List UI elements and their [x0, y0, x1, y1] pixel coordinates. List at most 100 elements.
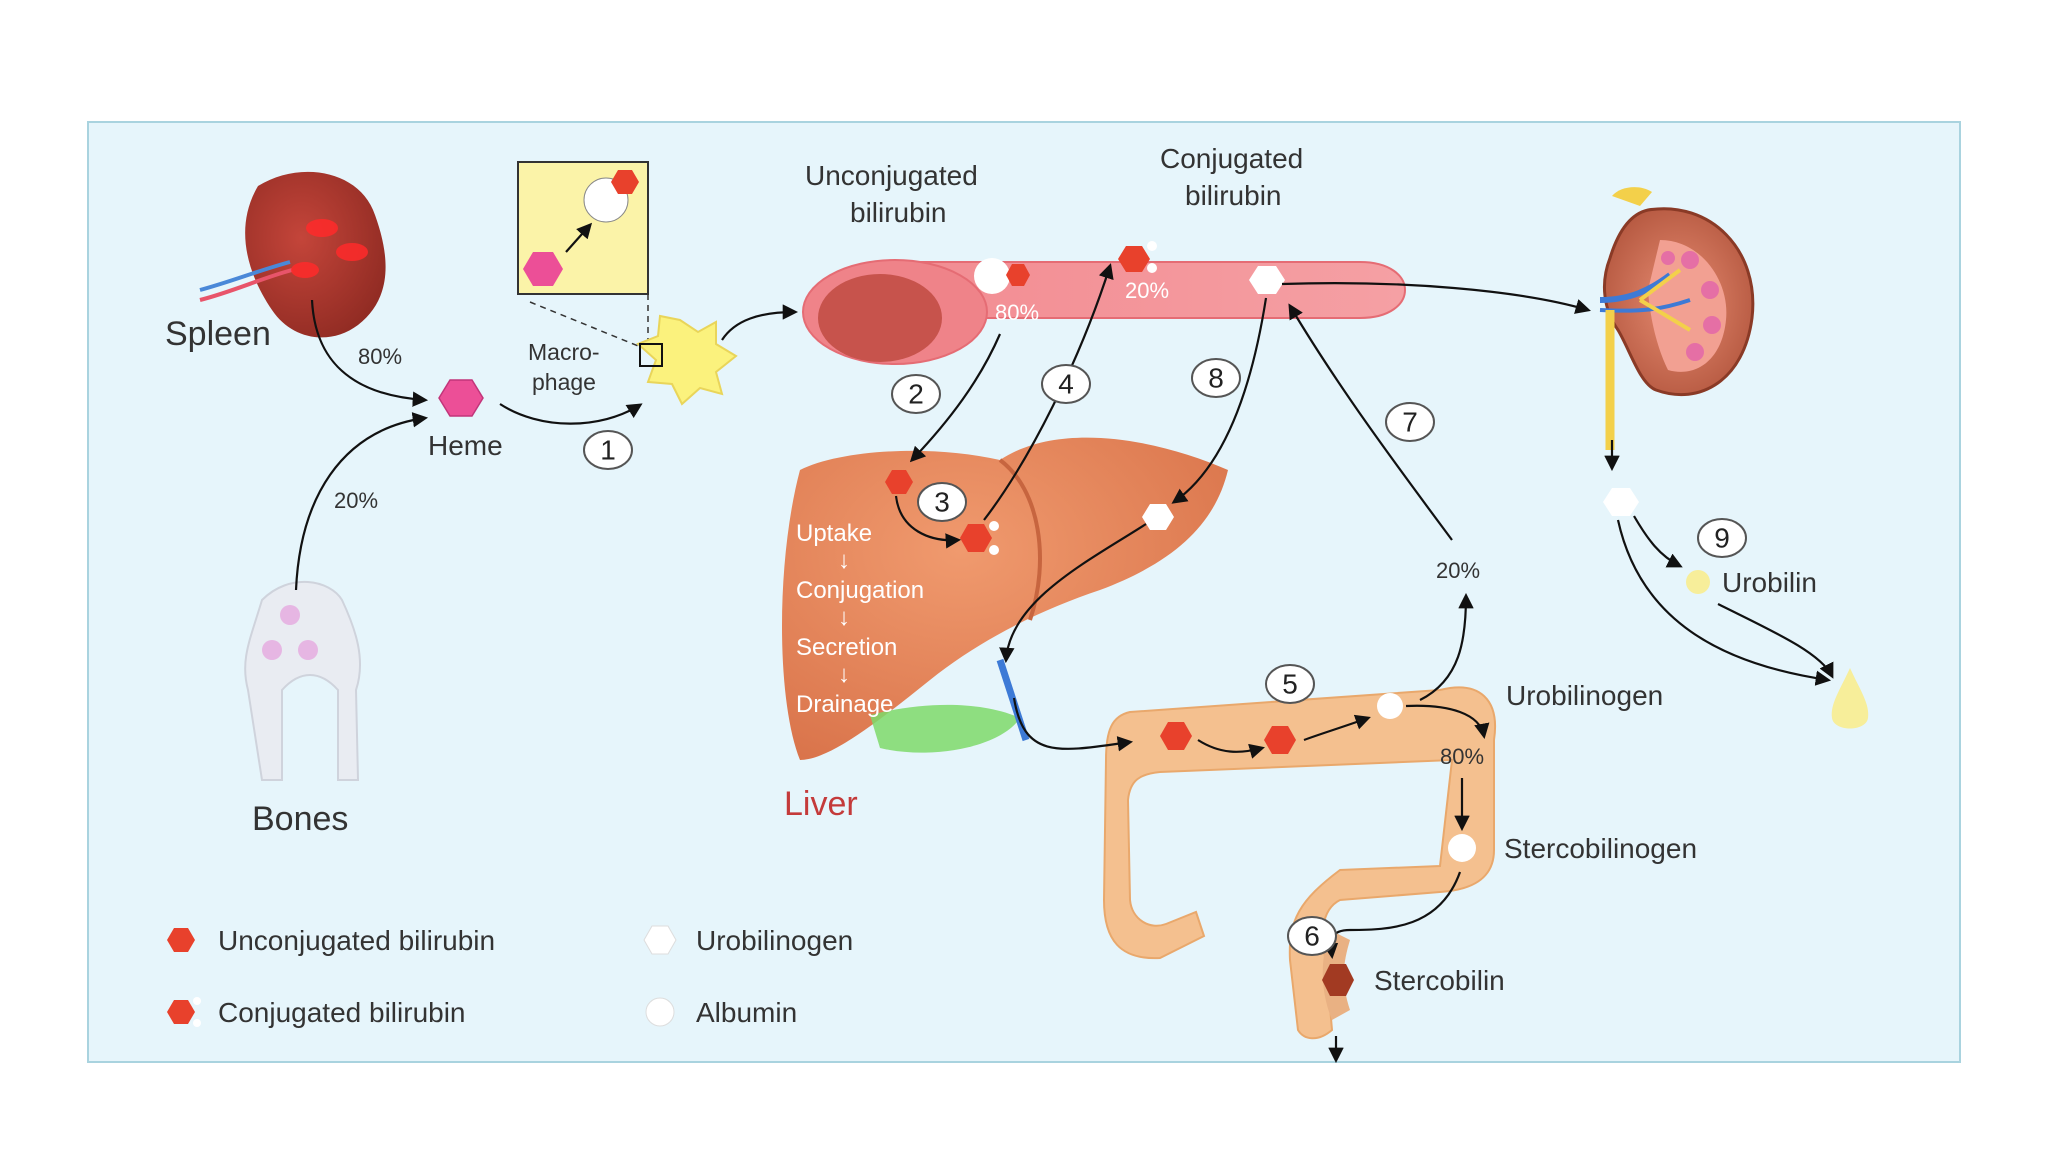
arrow-intestine-1 — [1197, 739, 1265, 759]
liver-step-4: Drainage — [796, 691, 893, 718]
arrow-spleen-to-heme — [310, 299, 429, 407]
arrow-intestine-2 — [1303, 714, 1371, 742]
legend-albumin-icon — [645, 997, 675, 1027]
svg-text:9: 9 — [1714, 523, 1730, 554]
arrow-bones-to-heme — [294, 412, 429, 591]
heme-label: Heme — [428, 430, 503, 461]
svg-text:7: 7 — [1402, 407, 1418, 438]
inset-heme-icon — [523, 252, 563, 286]
vessel-albumin-icon — [974, 258, 1010, 294]
legend-urobilinogen-icon — [643, 925, 677, 955]
stercobilin-icon — [1322, 964, 1354, 996]
liver-label: Liver — [784, 785, 858, 823]
urobilinogen-label: Urobilinogen — [1506, 680, 1663, 711]
step-marker-3: 3 — [917, 482, 967, 522]
arrow-urobilin-to-urine — [1717, 603, 1834, 679]
stercobilin-label: Stercobilin — [1374, 965, 1505, 996]
unconjugated-label-2: bilirubin — [850, 197, 947, 228]
spleen-label: Spleen — [165, 315, 271, 353]
arrow-to-colon — [1405, 704, 1490, 740]
kidney-organ — [1599, 187, 1755, 450]
legend-unconjugated-label: Unconjugated bilirubin — [218, 925, 495, 956]
liver-step-3: Secretion — [796, 634, 897, 661]
arrow-intestine-up — [1419, 592, 1474, 701]
legend-unconjugated-icon — [167, 928, 195, 952]
pct-spleen: 80% — [358, 344, 402, 369]
arrow-liver-to-vessel-4 — [983, 263, 1114, 521]
svg-text:1: 1 — [600, 435, 616, 466]
liver-step-arrow-3: ↓ — [838, 661, 850, 688]
arrow-liver-to-bile — [999, 523, 1147, 664]
intestine-urobilinogen-icon — [1377, 693, 1403, 719]
svg-text:6: 6 — [1304, 921, 1320, 952]
arrow-vessel-to-liver — [1171, 297, 1268, 504]
arrow-urobilinogen-to-urine — [1616, 519, 1832, 686]
liver-step-1: Uptake — [796, 520, 872, 547]
pct-blood-conj: 20% — [1125, 278, 1169, 303]
liver-unconjugated-icon — [885, 470, 913, 494]
pct-reabsorb: 20% — [1436, 558, 1480, 583]
legend: Unconjugated bilirubin Conjugated biliru… — [167, 925, 853, 1028]
step-marker-9: 9 — [1697, 518, 1747, 558]
macrophage-marker — [639, 343, 663, 367]
liver-organ — [782, 437, 1228, 760]
pct-blood-unconj: 80% — [995, 300, 1039, 325]
bones-figure — [244, 580, 362, 781]
step-marker-5: 5 — [1265, 664, 1315, 704]
arrow-heme-to-macrophage — [499, 403, 643, 425]
step-marker-2: 2 — [891, 374, 941, 414]
arrow-liver-to-intestine — [1012, 697, 1134, 752]
stercobilinogen-icon — [1448, 834, 1476, 862]
urine-urobilinogen-icon — [1603, 488, 1639, 516]
conjugated-label-2: bilirubin — [1185, 180, 1282, 211]
macrophage-cell — [636, 314, 738, 406]
intestine-unconjugated-icon-1 — [1160, 722, 1192, 750]
arrow-macrophage-to-vessel — [721, 304, 799, 341]
step-marker-8: 8 — [1191, 358, 1241, 398]
spleen-organ — [199, 171, 386, 338]
svg-text:5: 5 — [1282, 669, 1298, 700]
liver-urobilinogen-icon — [1142, 504, 1174, 530]
step-marker-6: 6 — [1287, 916, 1337, 956]
liver-step-arrow-2: ↓ — [838, 604, 850, 631]
intestine-unconjugated-icon-2 — [1264, 726, 1296, 754]
svg-text:8: 8 — [1208, 363, 1224, 394]
arrow-liver-conjugation — [894, 495, 962, 549]
urine-drop-icon — [1831, 668, 1869, 729]
conjugated-label-1: Conjugated — [1160, 143, 1303, 174]
step-marker-7: 7 — [1385, 402, 1435, 442]
arrow-vessel-to-liver-2 — [909, 333, 1002, 463]
legend-conjugated-label: Conjugated bilirubin — [218, 997, 466, 1028]
pct-colon: 80% — [1440, 744, 1484, 769]
stercobilinogen-label: Stercobilinogen — [1504, 833, 1697, 864]
arrow-vessel-to-kidney — [1281, 282, 1591, 314]
liver-step-arrow-1: ↓ — [838, 547, 850, 574]
legend-conjugated-icon — [167, 1000, 195, 1024]
step-marker-1: 1 — [583, 430, 633, 470]
svg-text:4: 4 — [1058, 369, 1074, 400]
vessel-unconjugated-icon — [1006, 264, 1030, 286]
inset-arrow — [565, 222, 593, 253]
urobilin-icon — [1686, 570, 1710, 594]
bones-label: Bones — [252, 800, 348, 838]
macrophage-label-2: phage — [532, 369, 596, 395]
liver-conjugated-icon — [960, 524, 992, 552]
vessel-urobilinogen-icon — [1249, 266, 1285, 294]
legend-albumin-label: Albumin — [696, 997, 797, 1028]
pct-bones: 20% — [334, 488, 378, 513]
urobilin-label: Urobilin — [1722, 567, 1817, 598]
heme-icon — [438, 379, 484, 417]
arrow-to-urobilin — [1633, 515, 1683, 568]
inset-bilirubin-icon — [611, 170, 639, 194]
svg-text:3: 3 — [934, 487, 950, 518]
liver-step-2: Conjugation — [796, 577, 924, 604]
unconjugated-label-1: Unconjugated — [805, 160, 978, 191]
vessel-conjugated-icon — [1118, 246, 1150, 272]
legend-urobilinogen-label: Urobilinogen — [696, 925, 853, 956]
arrow-reabsorb-to-vessel — [1288, 303, 1453, 541]
macrophage-label-1: Macro- — [528, 339, 600, 365]
svg-text:2: 2 — [908, 379, 924, 410]
step-marker-4: 4 — [1041, 364, 1091, 404]
